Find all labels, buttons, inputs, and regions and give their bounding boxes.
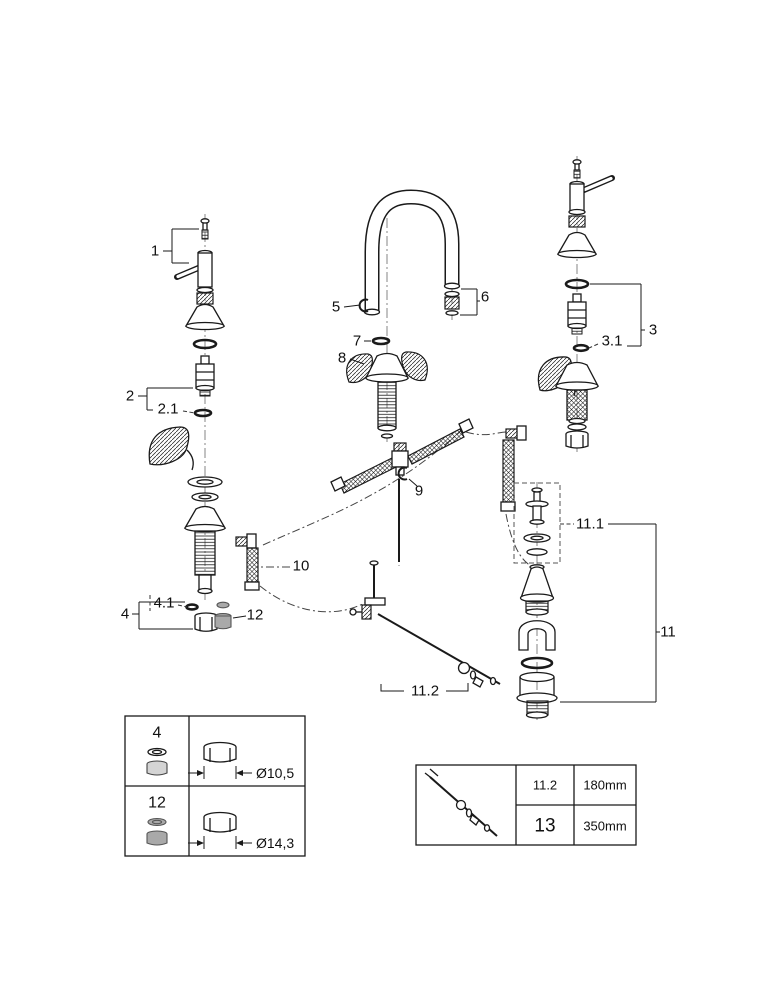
size-table-row-12: 12 Ø14,3 bbox=[146, 795, 294, 851]
part-1-handle bbox=[174, 218, 214, 305]
part-4-mounting bbox=[185, 603, 218, 632]
length-table: 11.2 180mm 13 350mm bbox=[415, 764, 637, 846]
callout-8: 8 bbox=[338, 350, 346, 367]
braided-hose bbox=[246, 547, 259, 583]
part-9-clip bbox=[397, 466, 408, 481]
drain-clamp bbox=[518, 620, 556, 651]
size-row-12-value: Ø14,3 bbox=[256, 835, 294, 851]
arrow-left-icon bbox=[236, 770, 243, 776]
oring-large bbox=[564, 278, 590, 290]
callout-2: 2 bbox=[126, 388, 134, 405]
right-body bbox=[537, 356, 600, 449]
mounting-nut bbox=[194, 616, 218, 632]
arrow-right-icon bbox=[197, 770, 204, 776]
part-3-handle bbox=[556, 159, 615, 353]
hose-left bbox=[339, 457, 397, 494]
ball-joint bbox=[455, 799, 467, 811]
part-6-aerator bbox=[444, 290, 460, 316]
arrow-right-icon bbox=[197, 840, 204, 846]
callout-2-1: 2.1 bbox=[158, 401, 179, 418]
callouts: 1 2 2.1 3 3.1 4 4.1 5 6 7 8 9 10 11 11.1… bbox=[121, 228, 676, 703]
length-row-2-part: 13 bbox=[534, 816, 555, 837]
hose-right-column bbox=[500, 425, 527, 512]
part-11-1-frame bbox=[513, 482, 561, 564]
size-row-4-nut-drawing bbox=[203, 741, 237, 763]
callout-10: 10 bbox=[293, 558, 310, 575]
callout-5: 5 bbox=[332, 299, 340, 316]
part-8-spout-base bbox=[346, 351, 428, 439]
decor-leaf-left bbox=[148, 426, 194, 471]
length-table-rod-drawing bbox=[424, 768, 498, 837]
hose-right bbox=[407, 428, 465, 465]
part-11-1-plug bbox=[525, 487, 549, 525]
clamp-screw bbox=[349, 608, 357, 616]
callout-9: 9 bbox=[415, 483, 423, 500]
hose-right-nut bbox=[458, 418, 474, 434]
ball-joint bbox=[457, 661, 471, 675]
callout-11: 11 bbox=[660, 624, 676, 641]
callout-12: 12 bbox=[247, 607, 264, 624]
part-4-1-washer bbox=[185, 603, 199, 611]
length-row-1-part: 11.2 bbox=[533, 778, 557, 793]
size-row-12-nut-drawing bbox=[203, 811, 237, 833]
spout bbox=[363, 189, 461, 316]
mounting-nut bbox=[565, 434, 589, 449]
drain-oring bbox=[520, 656, 554, 670]
decor-leaf-spout-right bbox=[401, 351, 428, 382]
arrow-left-icon bbox=[236, 840, 243, 846]
callout-4: 4 bbox=[121, 606, 129, 623]
callout-11-1: 11.1 bbox=[576, 516, 604, 533]
part-1-escutcheon bbox=[184, 303, 226, 350]
part-7-ring bbox=[371, 336, 391, 346]
braided-hose bbox=[502, 439, 515, 503]
callout-4-1: 4.1 bbox=[154, 595, 175, 612]
size-row-12-dimension: Ø14,3 bbox=[188, 835, 294, 851]
left-body-base bbox=[183, 505, 227, 595]
part-3-1-oring bbox=[572, 343, 590, 353]
size-row-4-value: Ø10,5 bbox=[256, 765, 294, 781]
part-11-drain-assembly bbox=[513, 482, 561, 719]
callout-3: 3 bbox=[649, 322, 657, 339]
length-row-2-value: 350mm bbox=[583, 819, 626, 834]
callout-11-2: 11.2 bbox=[411, 683, 439, 700]
drain-flange bbox=[519, 564, 555, 616]
size-row-4-dimension: Ø10,5 bbox=[188, 765, 294, 781]
callout-7: 7 bbox=[353, 333, 361, 350]
size-table: 4 Ø10,5 12 bbox=[124, 715, 306, 857]
callout-6: 6 bbox=[481, 289, 489, 306]
left-body-washers bbox=[187, 476, 223, 502]
part-12-washer-nut bbox=[214, 601, 232, 630]
threaded-shank bbox=[194, 530, 216, 576]
gray-washer bbox=[216, 601, 230, 609]
gray-nut bbox=[214, 615, 232, 630]
part-2-1-oring bbox=[193, 408, 213, 418]
drain-body bbox=[516, 671, 558, 719]
decor-leaf-spout-left bbox=[346, 353, 373, 384]
tee-connection bbox=[330, 418, 474, 494]
part-10-hose bbox=[235, 533, 260, 591]
oring-large bbox=[192, 338, 218, 350]
callout-1: 1 bbox=[151, 243, 159, 260]
callout-3-1: 3.1 bbox=[602, 333, 623, 350]
size-table-row-4: 4 Ø10,5 bbox=[146, 725, 294, 781]
length-row-1-value: 180mm bbox=[583, 778, 626, 793]
pop-up-rod bbox=[377, 613, 501, 685]
hose-left-nut bbox=[330, 476, 346, 492]
size-row-4-part: 4 bbox=[153, 725, 162, 742]
size-row-12-part: 12 bbox=[148, 795, 166, 812]
part-2-cartridge bbox=[193, 355, 215, 418]
part-11-2-rod bbox=[349, 560, 501, 688]
